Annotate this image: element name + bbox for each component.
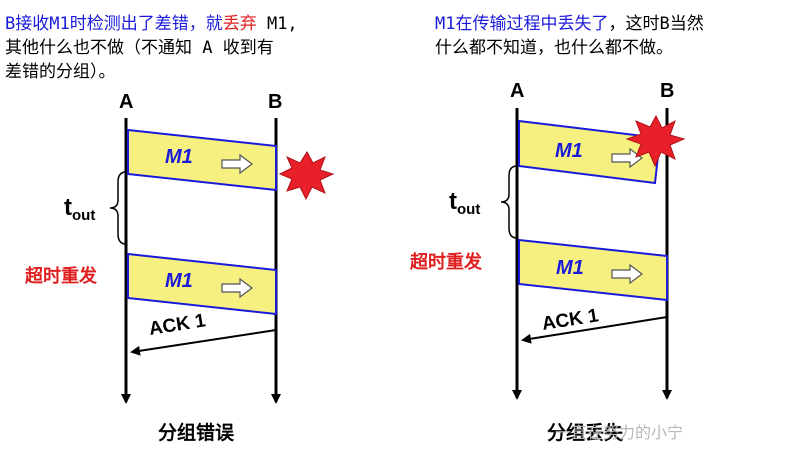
right-caption-line2: 什么都不知道，也什么都不做。 [435,38,673,58]
right-frame1-label: M1 [555,140,583,162]
right-loss-burst-icon [625,114,686,168]
left-caption: B接收M1时检测出了差错，就丢弃 M1, 其他什么也不做（不通知 A 收到有 差… [5,12,298,84]
left-host-b-label: B [268,91,282,113]
left-timeout-label: tout [64,194,95,224]
right-title: 分组丢失 [547,421,624,444]
right-frame1 [518,119,662,185]
right-ack-arrow [521,316,668,344]
right-panel: A B M1 tout 超时重发 M1 ACK 1 分组丢失 [410,80,686,444]
left-frame1 [127,128,277,192]
left-title: 分组错误 [158,421,235,444]
right-frame2-arrow-icon [611,263,643,285]
left-frame1-arrow-icon [221,153,253,175]
left-ack-label: ACK 1 [147,310,207,340]
watermark-text: 一直在努力的小宁 [555,423,683,442]
left-frame2-arrow-icon [221,277,253,299]
left-ack-arrow [130,329,277,356]
left-caption-line1: B接收M1时检测出了差错，就丢弃 M1, [5,12,298,36]
left-panel: A B M1 tout 超时重发 M1 ACK 1 分组错误 [25,91,335,444]
right-frame1-arrow-icon [611,147,643,169]
right-caption-rest: ，这时B当然 [608,14,704,34]
left-caption-text1: B接收M1时检测出了差错，就 [5,14,223,34]
left-frame2 [127,252,277,316]
left-frame1-label: M1 [165,146,193,168]
right-retransmit-label: 超时重发 [410,251,483,273]
left-frame2-label: M1 [165,270,193,292]
left-host-a-label: A [119,91,133,113]
left-caption-line2: 其他什么也不做（不通知 A 收到有 [5,38,274,58]
left-caption-discard: 丢弃 [222,14,257,34]
right-host-a-label: A [510,80,524,102]
right-timeout-label: tout [449,188,480,218]
right-caption: M1在传输过程中丢失了，这时B当然 什么都不知道，也什么都不做。 [435,12,704,60]
left-caption-text3: M1, [256,14,298,34]
left-error-burst-icon [278,151,335,201]
right-frame2 [518,238,668,302]
left-timeout-brace [109,171,127,245]
right-host-b-label: B [660,80,674,102]
right-timeout-brace [500,165,518,239]
right-caption-line1: M1在传输过程中丢失了，这时B当然 [435,12,704,36]
right-frame2-label: M1 [556,257,584,279]
right-ack-label: ACK 1 [540,305,600,335]
left-retransmit-label: 超时重发 [25,265,98,287]
left-caption-line3: 差错的分组）。 [5,62,116,82]
right-caption-lost: M1在传输过程中丢失了 [435,14,609,34]
